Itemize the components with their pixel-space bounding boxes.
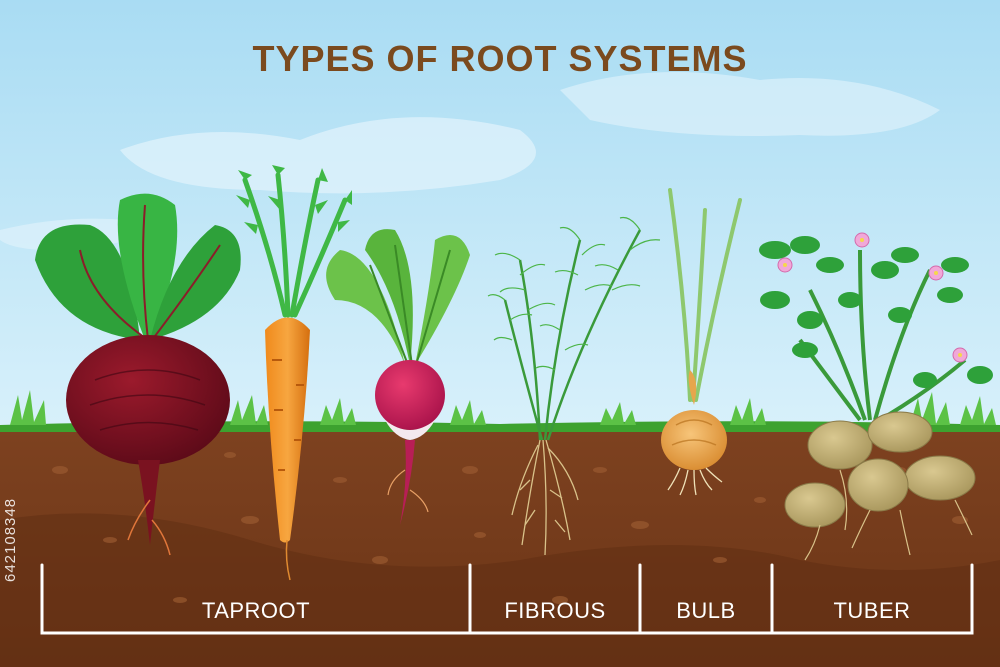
cloud [560, 72, 940, 136]
potato-plant [759, 232, 993, 561]
beet-leaves [35, 193, 241, 341]
onion-plant [661, 188, 742, 496]
label-fibrous: FIBROUS [504, 598, 606, 623]
radish-plant [326, 229, 470, 525]
potato-tubers [784, 411, 976, 528]
label-taproot: TAPROOT [201, 598, 311, 623]
radish-taproot [400, 440, 415, 525]
taproot-bracket [40, 563, 472, 635]
soil-shading [0, 513, 1000, 667]
carrot-leaves [242, 172, 348, 318]
radish-leaves [326, 229, 470, 366]
tuber-bracket [770, 563, 974, 635]
category-brackets [40, 563, 974, 635]
soil-pebbles [52, 452, 968, 604]
stock-id-watermark: 642108348 [2, 497, 19, 583]
beet-plant [35, 193, 241, 556]
dill-fronds [487, 216, 661, 371]
potato-roots [804, 469, 973, 561]
onion-leaves [668, 188, 742, 402]
label-bulb: BULB [676, 598, 736, 623]
cloud [120, 117, 536, 194]
onion-roots [667, 467, 723, 496]
dill-plant [487, 216, 661, 556]
dill-stems [503, 229, 642, 441]
dill-fibrous-roots [511, 439, 579, 556]
page-title: TYPES OF ROOT SYSTEMS [252, 38, 748, 79]
beet-root [66, 335, 230, 465]
carrot-root [265, 317, 310, 543]
potato-leaves [759, 236, 993, 388]
carrot-plant [236, 165, 352, 581]
radish-root [375, 360, 445, 430]
label-tuber: TUBER [833, 598, 911, 623]
